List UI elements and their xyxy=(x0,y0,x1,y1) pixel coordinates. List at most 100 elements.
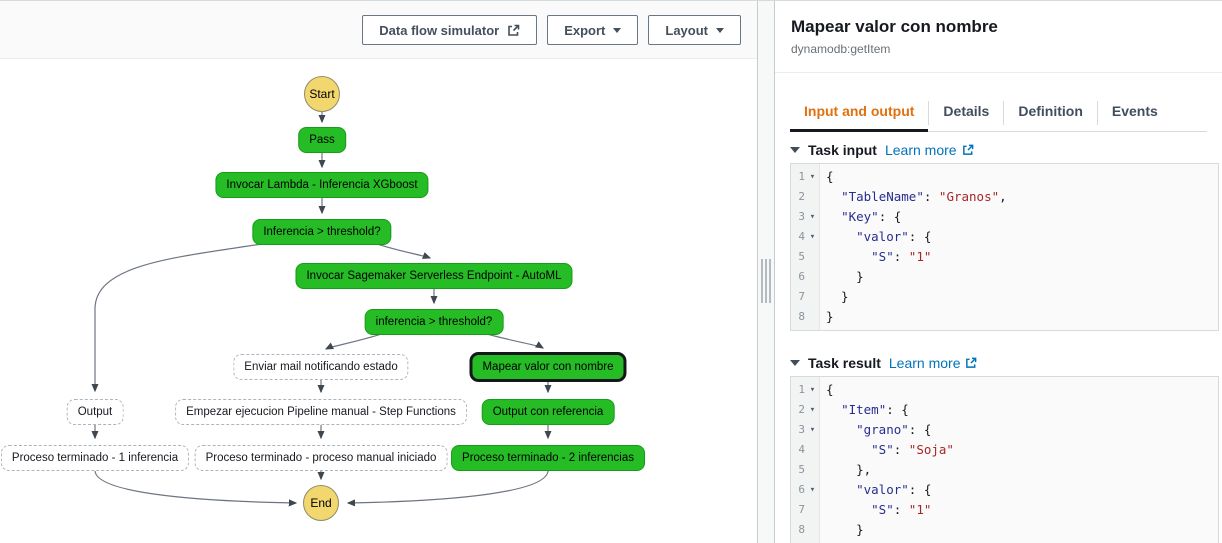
node-mapear-valor-selected[interactable]: Mapear valor con nombre xyxy=(469,352,627,382)
fold-toggle-icon[interactable]: ▾ xyxy=(809,212,816,222)
external-link-icon xyxy=(966,357,977,368)
task-input-code-editor[interactable]: 1▾{2 "TableName": "Granos",3▾ "Key": {4▾… xyxy=(790,163,1219,331)
code-token: : xyxy=(923,189,939,204)
line-number: 4 xyxy=(798,230,805,243)
learn-more-label: Learn more xyxy=(888,355,961,371)
chevron-down-icon xyxy=(613,27,622,33)
tab-input-and-output[interactable]: Input and output xyxy=(790,95,929,132)
node-invocar-lambda[interactable]: Invocar Lambda - Inferencia XGboost xyxy=(215,172,429,198)
external-link-icon xyxy=(508,24,520,36)
code-token: : { xyxy=(878,209,902,224)
export-label: Export xyxy=(564,22,606,38)
fold-toggle-icon[interactable]: ▾ xyxy=(809,232,816,242)
graph-toolbar: Data flow simulator Export Layout xyxy=(0,1,757,59)
node-inferencia-threshold-2[interactable]: inferencia > threshold? xyxy=(364,309,504,335)
code-line: 3▾ "grano": { xyxy=(791,420,1218,440)
code-token: }, xyxy=(826,462,872,477)
code-token: "TableName" xyxy=(841,189,924,204)
code-token: } xyxy=(826,522,864,537)
collapse-triangle-icon[interactable] xyxy=(790,360,800,366)
data-flow-simulator-button[interactable]: Data flow simulator xyxy=(362,15,538,45)
code-token: "valor" xyxy=(856,482,909,497)
tab-details[interactable]: Details xyxy=(943,103,990,119)
task-result-title: Task result xyxy=(808,355,881,371)
fold-spacer xyxy=(805,520,820,540)
fold-toggle-icon[interactable]: ▾ xyxy=(809,405,816,415)
pane-resize-handle[interactable] xyxy=(757,1,775,543)
task-input-learn-more-link[interactable]: Learn more xyxy=(885,142,974,158)
code-line: 6 ▾ "valor": { xyxy=(791,480,1218,500)
code-token: : xyxy=(893,249,909,264)
node-end[interactable]: End xyxy=(303,485,339,521)
learn-more-label: Learn more xyxy=(884,142,957,158)
collapse-triangle-icon[interactable] xyxy=(790,147,800,153)
node-start[interactable]: Start xyxy=(304,76,340,112)
node-enviar-mail[interactable]: Enviar mail notificando estado xyxy=(233,354,409,380)
fold-spacer xyxy=(805,307,820,327)
line-number: 3 xyxy=(798,423,805,436)
fold-toggle-icon[interactable]: ▾ xyxy=(809,485,816,495)
resource-subtitle: dynamodb:getItem xyxy=(791,42,891,56)
tab-definition[interactable]: Definition xyxy=(1018,103,1083,119)
node-empezar-ejecucion[interactable]: Empezar ejecucion Pipeline manual - Step… xyxy=(175,399,467,425)
layout-button[interactable]: Layout xyxy=(648,15,741,45)
code-token xyxy=(826,189,841,204)
code-token: : { xyxy=(908,229,932,244)
task-result-learn-more-link[interactable]: Learn more xyxy=(889,355,978,371)
export-button[interactable]: Export xyxy=(547,15,639,45)
code-token: : { xyxy=(908,482,932,497)
node-proceso-terminado-1[interactable]: Proceso terminado - 1 inferencia xyxy=(0,445,190,471)
fold-toggle-icon[interactable]: ▾ xyxy=(809,172,816,182)
code-token: } xyxy=(826,289,849,304)
task-result-code-editor[interactable]: 1▾{2▾ "Item": {3▾ "grano": {4 "S": "Soja… xyxy=(790,376,1219,543)
tab-bar: Input and output Details Definition Even… xyxy=(790,95,1207,132)
code-token: { xyxy=(826,169,834,184)
task-result-header: Task result Learn more xyxy=(790,355,1222,371)
node-output-con-referencia[interactable]: Output con referencia xyxy=(481,399,615,425)
code-token: "1" xyxy=(908,249,932,264)
code-token: : { xyxy=(908,422,932,437)
code-line: 8} xyxy=(791,307,1218,327)
code-token xyxy=(826,502,871,517)
line-number: 5 xyxy=(798,463,805,476)
fold-spacer xyxy=(805,500,820,520)
code-line: 2 "TableName": "Granos", xyxy=(791,187,1218,207)
code-line: 1▾{ xyxy=(791,167,1218,187)
node-invocar-sagemaker[interactable]: Invocar Sagemaker Serverless Endpoint - … xyxy=(295,263,573,289)
code-line: 8 } xyxy=(791,520,1218,540)
line-number: 6 xyxy=(798,483,805,496)
fold-toggle-icon[interactable]: ▾ xyxy=(809,385,816,395)
data-flow-simulator-label: Data flow simulator xyxy=(379,22,500,38)
code-token xyxy=(826,442,871,457)
code-text: } xyxy=(820,267,864,287)
code-token: "valor" xyxy=(856,229,909,244)
code-line: 7 } xyxy=(791,287,1218,307)
node-proceso-terminado-manual[interactable]: Proceso terminado - proceso manual inici… xyxy=(194,445,448,471)
line-number: 2 xyxy=(798,190,805,203)
workflow-graph-pane: Data flow simulator Export Layout xyxy=(0,1,757,543)
code-text: "valor": { xyxy=(820,227,931,247)
code-token: : xyxy=(893,442,909,457)
tab-events[interactable]: Events xyxy=(1111,103,1158,119)
code-token: "S" xyxy=(871,249,894,264)
node-inferencia-threshold-1[interactable]: Inferencia > threshold? xyxy=(252,219,392,245)
code-token xyxy=(826,229,856,244)
code-text: "TableName": "Granos", xyxy=(820,187,1007,207)
line-number: 1 xyxy=(798,383,805,396)
code-token xyxy=(826,422,856,437)
code-text: "S": "Soja" xyxy=(820,440,954,460)
code-token: "Item" xyxy=(841,402,887,417)
node-pass[interactable]: Pass xyxy=(298,127,346,153)
fold-toggle-icon[interactable]: ▾ xyxy=(809,425,816,435)
code-token: : { xyxy=(886,402,909,417)
code-line: 1▾{ xyxy=(791,380,1218,400)
line-number: 2 xyxy=(798,403,805,416)
panel-header: Mapear valor con nombre dynamodb:getItem xyxy=(775,1,1222,73)
node-proceso-terminado-2[interactable]: Proceso terminado - 2 inferencias xyxy=(451,445,645,471)
node-output[interactable]: Output xyxy=(66,399,124,425)
code-line: 2 ▾ "Item": { xyxy=(791,400,1218,420)
code-token: } xyxy=(826,269,864,284)
code-text: "S": "1" xyxy=(820,247,931,267)
code-token: "Granos" xyxy=(938,189,1000,204)
code-token: "Soja" xyxy=(908,442,954,457)
